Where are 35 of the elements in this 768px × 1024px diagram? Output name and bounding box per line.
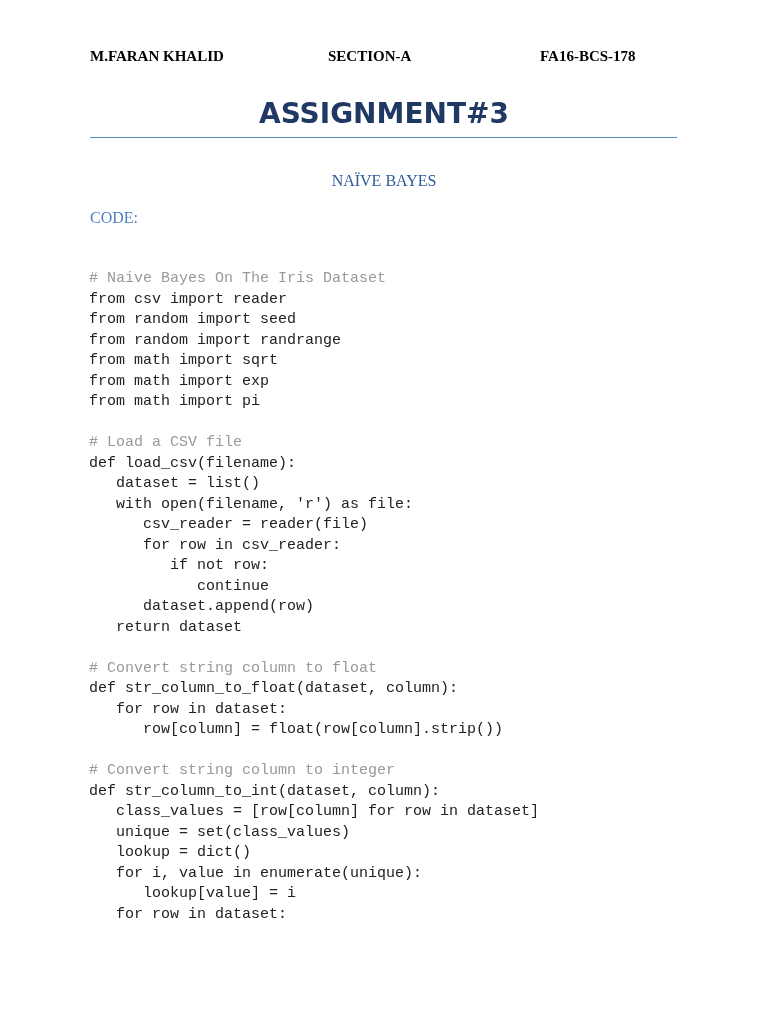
header-text: FA16-BCS-178 xyxy=(540,48,636,65)
code-line: for row in dataset: xyxy=(115,700,288,718)
code-comment: # Load a CSV file xyxy=(89,434,243,451)
section-label: CODE: xyxy=(90,209,138,227)
code-line: from random import seed xyxy=(89,311,297,328)
code-line: from csv import reader xyxy=(89,290,288,308)
header-text: SECTION-A xyxy=(328,48,412,65)
code-line: return dataset xyxy=(115,618,243,636)
code-line: from random import randrange xyxy=(89,331,342,349)
code-comment: # Convert string column to float xyxy=(89,659,378,677)
code-line: for row in csv_reader: xyxy=(142,536,342,554)
code-line: def str_column_to_float(dataset, column): xyxy=(89,680,459,697)
code-line: lookup = dict() xyxy=(115,844,252,861)
code-line: for i, value in enumerate(unique): xyxy=(115,864,423,882)
code-line: unique = set(class_values) xyxy=(115,823,351,841)
code-line: def str_column_to_int(dataset, column): xyxy=(89,782,441,800)
code-line: class_values = [row[column] for row in dataset] xyxy=(115,803,540,820)
section-heading: NAÏVE BAYES xyxy=(330,172,438,190)
code-line: with open(filename, 'r') as file: xyxy=(115,495,414,513)
code-line: csv_reader = reader(file) xyxy=(142,516,369,533)
code-line: dataset = list() xyxy=(115,475,261,492)
code-comment: # Naive Bayes On The Iris Dataset xyxy=(89,270,387,287)
code-line: dataset.append(row) xyxy=(142,598,315,615)
code-line: def load_csv(filename): xyxy=(89,454,297,472)
code-line: continue xyxy=(196,577,270,595)
code-line: for row in dataset: xyxy=(115,905,288,923)
code-line: from math import exp xyxy=(89,372,270,390)
code-line: lookup[value] = i xyxy=(142,885,297,902)
code-line: from math import sqrt xyxy=(89,352,279,369)
header-text: M.FARAN KHALID xyxy=(90,48,224,65)
title: ASSIGNMENT#3 xyxy=(257,97,510,130)
code-line: from math import pi xyxy=(89,393,261,410)
code-line: row[column] = float(row[column].strip()) xyxy=(142,721,504,738)
code-comment: # Convert string column to integer xyxy=(89,762,396,779)
code-line: if not row: xyxy=(169,557,270,574)
